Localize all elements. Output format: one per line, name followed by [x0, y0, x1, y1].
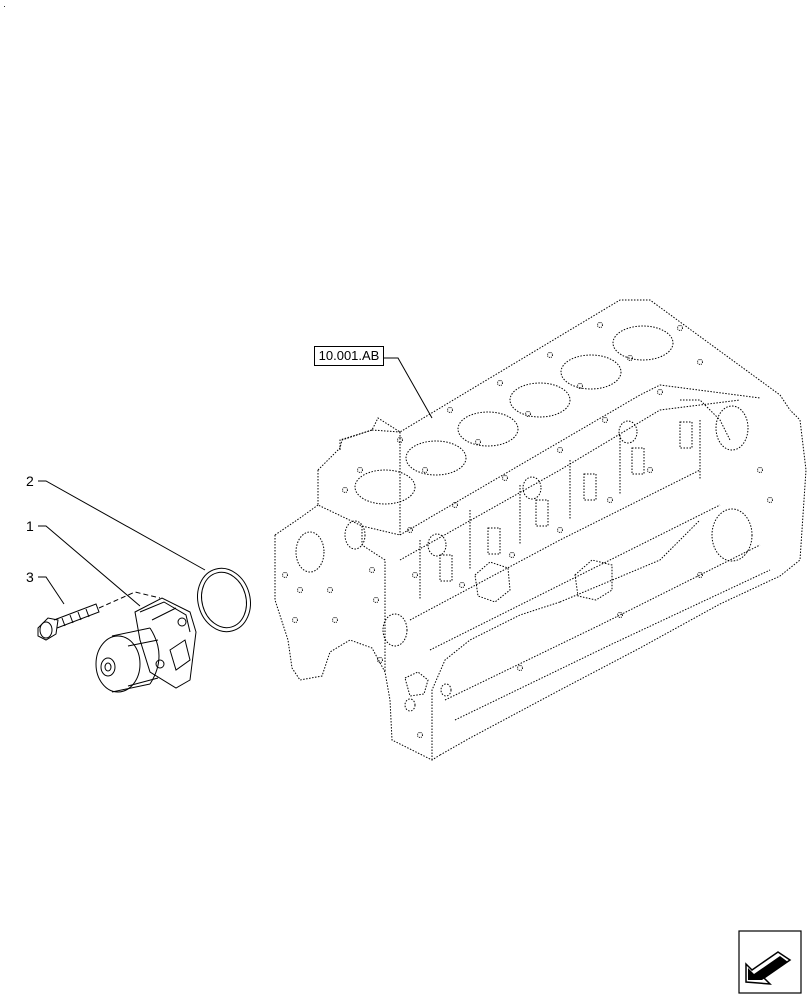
flange-bolt [37, 591, 161, 641]
callout-2: 2 [26, 473, 34, 489]
reference-leader [384, 357, 433, 419]
callout-leaders [38, 480, 206, 607]
callout-3: 3 [26, 569, 34, 585]
thermostat-housing [95, 597, 197, 693]
cylinder-bores [354, 325, 674, 505]
block-openings [295, 405, 753, 712]
reference-label: 10.001.AB [314, 346, 384, 366]
engine-block [274, 299, 807, 761]
bolt-holes [282, 322, 773, 738]
corner-mark: · [3, 1, 6, 11]
callout-1: 1 [26, 518, 34, 534]
arrow-icon[interactable] [738, 930, 802, 994]
gasket-ring [197, 567, 251, 633]
